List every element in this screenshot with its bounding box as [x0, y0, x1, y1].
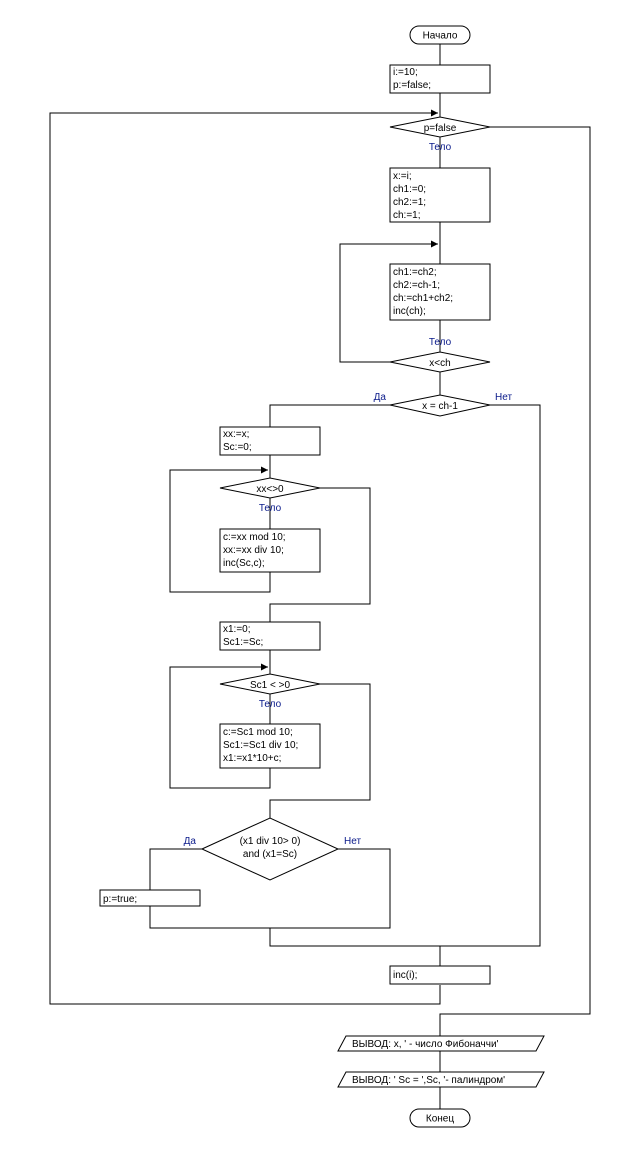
- label-yes: Да: [374, 392, 387, 403]
- block-rev-body: c:=Sc1 mod 10; Sc1:=Sc1 div 10; x1:=x1*1…: [219, 723, 321, 769]
- label-body: Тело: [429, 142, 452, 153]
- output-fibonacci-text: ВЫВОД: x, ' - число Фибоначчи': [352, 1038, 499, 1050]
- block-rev-body-line: x1:=x1*10+c;: [223, 753, 281, 764]
- decision-palindrome-text: and (x1=Sc): [243, 849, 297, 860]
- label-body: Тело: [429, 337, 452, 348]
- block-set-p: p:=true;: [99, 889, 201, 907]
- block-setup: x:=i; ch1:=0; ch2:=1; ch:=1;: [389, 167, 491, 223]
- block-setup-line: x:=i;: [393, 171, 412, 182]
- decision-palindrome-text: (x1 div 10> 0): [240, 836, 301, 847]
- block-inc-i-line: inc(i);: [393, 970, 417, 981]
- block-xx-init-line: Sc:=0;: [223, 442, 252, 453]
- label-no: Нет: [495, 392, 512, 403]
- block-x1-init-line: Sc1:=Sc;: [223, 637, 263, 648]
- block-setup-line: ch2:=1;: [393, 197, 426, 208]
- block-init-line: p:=false;: [393, 80, 431, 91]
- block-fib-line: ch:=ch1+ch2;: [393, 293, 453, 304]
- decision-sum-loop-text: xx<>0: [256, 484, 284, 495]
- block-x1-init: x1:=0; Sc1:=Sc;: [219, 621, 321, 651]
- block-setup-line: ch:=1;: [393, 210, 421, 221]
- block-sum-body-line: inc(Sc,c);: [223, 558, 265, 569]
- start-terminal: Начало: [409, 25, 471, 45]
- output-palindrome-text: ВЫВОД: ' Sc = ',Sc, '- палиндром': [352, 1075, 505, 1086]
- block-sum-body-line: c:=xx mod 10;: [223, 532, 286, 543]
- decision-sum-loop: xx<>0: [219, 477, 321, 499]
- decision-fib-loop-text: x<ch: [429, 358, 450, 369]
- block-xx-init-line: xx:=x;: [223, 429, 249, 440]
- block-x1-init-line: x1:=0;: [223, 624, 251, 635]
- decision-rev-loop-text: Sc1 < >0: [250, 680, 290, 691]
- block-fib-line: inc(ch);: [393, 306, 426, 317]
- label-body: Тело: [259, 503, 282, 514]
- decision-is-fib: x = ch-1: [389, 394, 491, 417]
- block-set-p-line: p:=true;: [103, 894, 137, 905]
- block-inc-i: inc(i);: [389, 965, 491, 985]
- block-setup-line: ch1:=0;: [393, 184, 426, 195]
- end-label: Конец: [426, 1114, 454, 1125]
- block-rev-body-line: c:=Sc1 mod 10;: [223, 727, 293, 738]
- block-rev-body-line: Sc1:=Sc1 div 10;: [223, 740, 298, 751]
- end-terminal: Конец: [409, 1108, 471, 1128]
- block-init-line: i:=10;: [393, 67, 418, 78]
- decision-rev-loop: Sc1 < >0: [219, 673, 321, 695]
- decision-is-fib-text: x = ch-1: [422, 401, 458, 412]
- connectors: [49, 44, 591, 1036]
- decision-palindrome: (x1 div 10> 0) and (x1=Sc): [200, 817, 340, 881]
- label-body: Тело: [259, 699, 282, 710]
- output-palindrome: ВЫВОД: ' Sc = ',Sc, '- палиндром': [337, 1071, 545, 1088]
- decision-outer: p=false: [389, 116, 491, 138]
- label-no: Нет: [344, 836, 361, 847]
- decision-fib-loop: x<ch: [389, 351, 491, 373]
- block-fib-line: ch2:=ch-1;: [393, 280, 440, 291]
- block-init: i:=10; p:=false;: [389, 64, 491, 94]
- block-fib: ch1:=ch2; ch2:=ch-1; ch:=ch1+ch2; inc(ch…: [389, 263, 491, 321]
- decision-outer-text: p=false: [424, 123, 457, 134]
- block-sum-body-line: xx:=xx div 10;: [223, 545, 284, 556]
- block-sum-body: c:=xx mod 10; xx:=xx div 10; inc(Sc,c);: [219, 528, 321, 573]
- output-fibonacci: ВЫВОД: x, ' - число Фибоначчи': [337, 1035, 545, 1052]
- block-xx-init: xx:=x; Sc:=0;: [219, 426, 321, 456]
- block-fib-line: ch1:=ch2;: [393, 267, 437, 278]
- label-yes: Да: [184, 836, 197, 847]
- start-label: Начало: [423, 31, 458, 42]
